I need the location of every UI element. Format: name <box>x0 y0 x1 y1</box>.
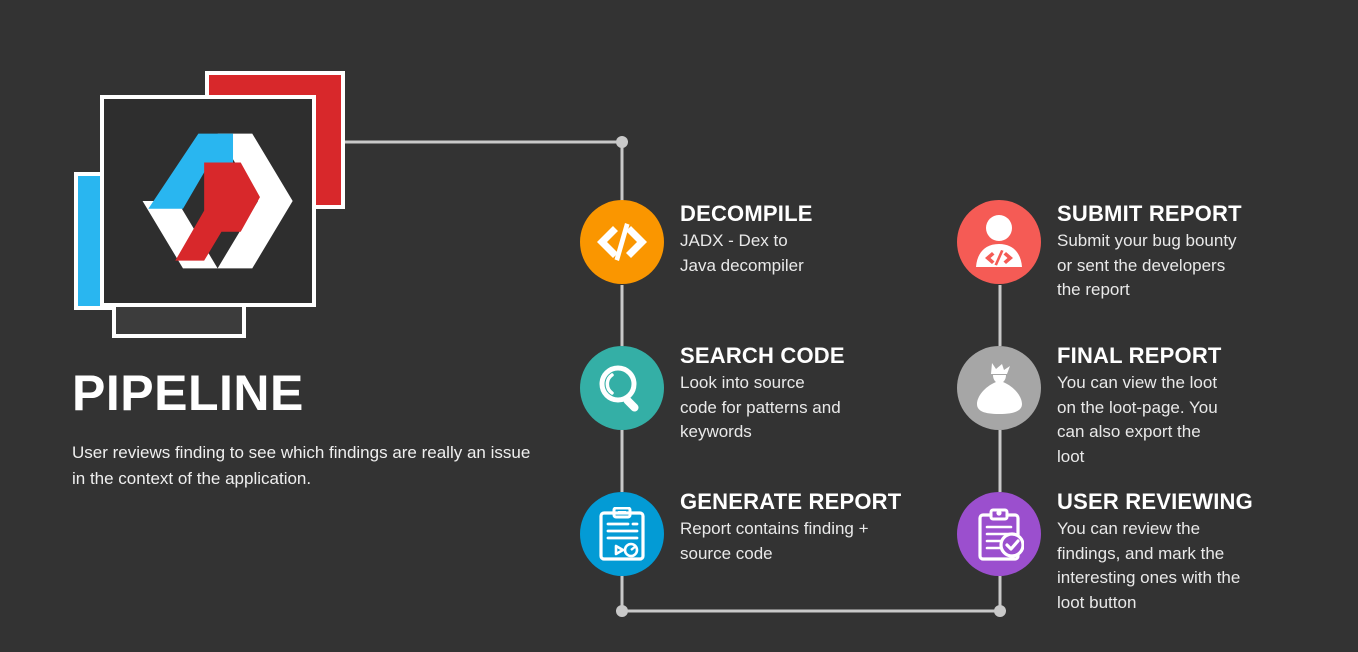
step-submit-report-text: SUBMIT REPORT Submit your bug bounty or … <box>1057 202 1242 303</box>
step-generate-report-text: GENERATE REPORT Report contains finding … <box>680 490 901 566</box>
step-decompile-desc: JADX - Dex to Java decompiler <box>680 231 804 275</box>
step-search-code-text: SEARCH CODE Look into source code for pa… <box>680 344 845 445</box>
step-decompile-text: DECOMPILE JADX - Dex to Java decompiler <box>680 202 813 278</box>
step-submit-report-node[interactable] <box>957 200 1041 284</box>
headline-block: PIPELINE User reviews finding to see whi… <box>72 368 542 491</box>
step-user-reviewing-text: USER REVIEWING You can review the findin… <box>1057 490 1253 616</box>
step-search-code-node[interactable] <box>580 346 664 430</box>
step-user-reviewing-desc: You can review the findings, and mark th… <box>1057 519 1241 613</box>
code-brackets-icon <box>597 223 647 261</box>
logo-card-main <box>100 95 316 307</box>
step-final-report-title: FINAL REPORT <box>1057 343 1222 368</box>
step-submit-report-title: SUBMIT REPORT <box>1057 201 1242 226</box>
step-final-report-text: FINAL REPORT You can view the loot on th… <box>1057 344 1222 470</box>
step-final-report-desc: You can view the loot on the loot-page. … <box>1057 373 1218 467</box>
step-search-code-title: SEARCH CODE <box>680 343 845 368</box>
clipboard-check-icon <box>978 508 1024 561</box>
step-decompile-node[interactable] <box>580 200 664 284</box>
step-generate-report-title: GENERATE REPORT <box>680 489 902 514</box>
step-search-code-desc: Look into source code for patterns and k… <box>680 373 841 442</box>
magnifier-icon <box>599 365 639 412</box>
step-final-report-node[interactable] <box>957 346 1041 430</box>
money-bag-icon <box>977 363 1022 414</box>
step-user-reviewing-title: USER REVIEWING <box>1057 489 1253 514</box>
pipeline-hexagon-logo-icon <box>142 133 293 269</box>
step-user-reviewing-node[interactable] <box>957 492 1041 576</box>
clipboard-chart-icon <box>599 507 645 561</box>
user-code-icon <box>976 215 1022 267</box>
step-decompile-title: DECOMPILE <box>680 201 813 226</box>
connector-dot-bottom-right <box>994 605 1006 617</box>
step-generate-report-node[interactable] <box>580 492 664 576</box>
page-title: PIPELINE <box>72 365 304 421</box>
connector-dot-bottom-left <box>616 605 628 617</box>
connector-dot-top <box>616 136 628 148</box>
step-submit-report-desc: Submit your bug bounty or sent the devel… <box>1057 231 1237 300</box>
step-generate-report-desc: Report contains finding + source code <box>680 519 869 563</box>
page-subtitle: User reviews finding to see which findin… <box>72 443 531 488</box>
